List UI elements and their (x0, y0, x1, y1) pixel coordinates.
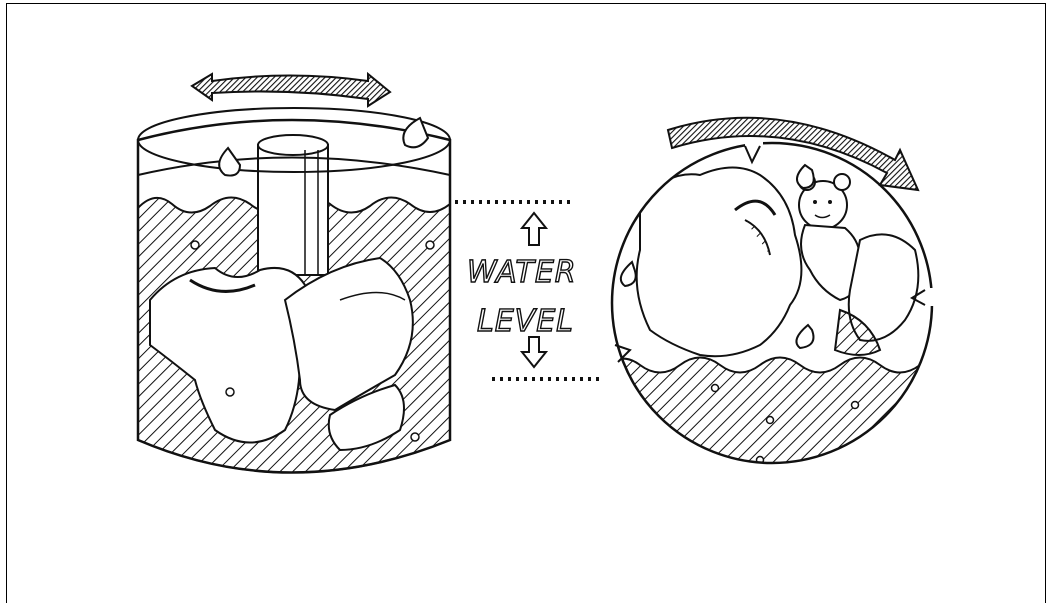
drum-shirt (637, 168, 802, 357)
droplet (796, 325, 813, 348)
droplet (621, 262, 636, 286)
water-label: WATER (467, 255, 577, 290)
agitator-post (258, 135, 328, 275)
double-headed-arrow-icon (192, 74, 390, 106)
front-loader-drum (600, 140, 945, 470)
water-level-indicator: WATER LEVEL (455, 202, 600, 379)
down-arrow-icon (522, 337, 546, 367)
level-label: LEVEL (477, 304, 574, 339)
droplet (797, 165, 814, 188)
top-loader-tub (138, 108, 450, 473)
teddy-bear (799, 174, 860, 300)
up-arrow-icon (522, 213, 546, 245)
droplet (219, 148, 240, 176)
drum-water (600, 358, 945, 471)
